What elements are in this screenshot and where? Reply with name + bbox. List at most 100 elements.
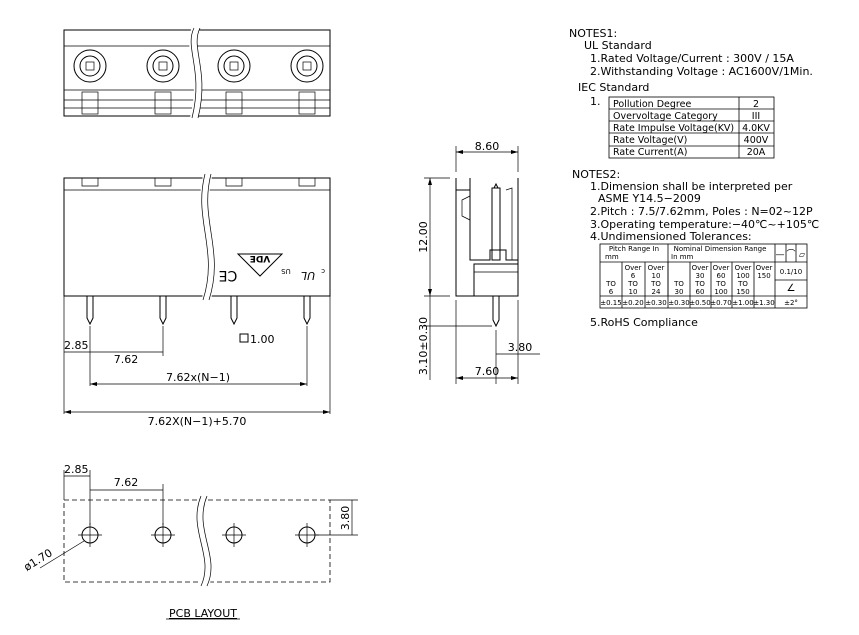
top-view-slots <box>81 91 316 115</box>
pcb-dim-2-85: 2.85 <box>64 463 89 476</box>
tol-cell: Over <box>756 264 773 272</box>
tol-cell: 30 <box>696 272 705 280</box>
iec-heading: IEC Standard <box>578 81 649 94</box>
notes1-heading: NOTES1: <box>569 27 617 40</box>
tol-value: ±0.20 <box>622 299 643 307</box>
iec-row-label: Pollution Degree <box>613 99 691 110</box>
pcb-layout-label: PCB LAYOUT <box>169 607 237 620</box>
tol-cell: 10 <box>652 272 661 280</box>
front-view: VDE CE US UL c 1.00 2.85 7.62 7.62x(N−1)… <box>63 172 331 428</box>
iec-row-label: Rate Impulse Voltage(KV) <box>613 123 734 134</box>
tol-cell: TO <box>715 280 726 288</box>
notes1: NOTES1: UL Standard 1.Rated Voltage/Curr… <box>569 27 813 159</box>
notes2-line4: 4.Undimensioned Tolerances: <box>590 230 752 243</box>
tol-cell: 6 <box>609 288 614 296</box>
profile-arc-icon: ⌒ <box>786 249 795 260</box>
side-view: 8.60 12.00 3.10±0.30 3.80 7.60 <box>417 140 540 384</box>
tol-cell: Over <box>648 264 665 272</box>
tol-cell: 10 <box>629 288 638 296</box>
tol-cell: 6 <box>631 272 636 280</box>
top-view-screws <box>73 49 324 83</box>
ce-mark: CE <box>219 267 238 283</box>
notes2-heading: NOTES2: <box>572 168 620 181</box>
ul-mark: UL <box>301 269 315 282</box>
parallelism-icon: ▱ <box>799 250 806 259</box>
ul-heading: UL Standard <box>584 39 652 52</box>
pcb-hole-dim: ø1.70 <box>21 546 54 574</box>
notes2-line2: 2.Pitch : 7.5/7.62mm, Poles : N=02~12P <box>590 205 813 218</box>
flatness-icon: — <box>776 250 785 260</box>
tol-cell: Over <box>735 264 752 272</box>
notes2-line1: 1.Dimension shall be interpreted per <box>590 180 793 193</box>
iec-row-value: 400V <box>744 135 769 146</box>
tol-cell: 60 <box>696 288 705 296</box>
dim-12-00: 12.00 <box>417 221 430 253</box>
tol-nom-header: Nominal Dimension Range <box>674 245 767 253</box>
iec-row-label: Rate Current(A) <box>613 147 687 158</box>
notes2-line3: 3.Operating temperature:−40℃~+105℃ <box>590 218 819 231</box>
tol-cell: Over <box>713 264 730 272</box>
notes2-line1b: ASME Y14.5−2009 <box>598 192 701 205</box>
pcb-layout: 2.85 7.62 3.80 ø1.70 PCB LAYOUT <box>21 463 358 620</box>
pin-square-symbol <box>239 333 249 343</box>
tol-value: ±0.30 <box>668 299 689 307</box>
ul-line1: 1.Rated Voltage/Current : 300V / 15A <box>590 52 794 65</box>
tol-value: ±0.70 <box>710 299 731 307</box>
ul-line2: 2.Withstanding Voltage : AC1600V/1Min. <box>590 65 813 78</box>
angle-icon: ∠ <box>787 283 796 294</box>
tol-cell: 100 <box>714 288 727 296</box>
iec-table: Pollution Degree 2 Overvoltage Category … <box>608 96 775 159</box>
tol-cell: TO <box>737 280 748 288</box>
dim-8-60: 8.60 <box>475 140 500 153</box>
tol-value: ±0.50 <box>689 299 710 307</box>
tol-cell: Over <box>625 264 642 272</box>
dim-7-60: 7.60 <box>475 365 500 378</box>
dim-overall: 7.62X(N−1)+5.70 <box>148 415 247 428</box>
front-view-pins <box>86 296 311 326</box>
tol-cell: TO <box>605 280 616 288</box>
flatness-value: 0.1/10 <box>780 268 802 276</box>
iec-index: 1. <box>590 95 601 108</box>
tol-cell: TO <box>694 280 705 288</box>
svg-text:VDE: VDE <box>250 253 271 263</box>
ul-us-mark: US <box>281 267 291 275</box>
pcb-dim-3-80: 3.80 <box>339 506 352 531</box>
tol-value: ±0.15 <box>600 299 621 307</box>
tol-cell: 60 <box>717 272 726 280</box>
iec-row-value: III <box>752 111 760 122</box>
hole-dim: 1.00 <box>250 333 275 346</box>
top-view <box>63 26 331 119</box>
tol-cell: TO <box>650 280 661 288</box>
dim-span: 7.62x(N−1) <box>166 371 230 384</box>
iec-row-label: Rate Voltage(V) <box>613 135 687 146</box>
notes2-line5: 5.RoHS Compliance <box>590 316 698 329</box>
dim-3-80: 3.80 <box>508 341 533 354</box>
tol-cell: Over <box>692 264 709 272</box>
ul-c-mark: c <box>321 267 325 275</box>
vde-mark: VDE <box>236 253 284 277</box>
tol-value: ±1.30 <box>753 299 774 307</box>
tol-cell: TO <box>627 280 638 288</box>
dim-pin-length: 3.10±0.30 <box>417 317 430 375</box>
tol-value: ±1.00 <box>732 299 753 307</box>
dim-2-85: 2.85 <box>64 339 89 352</box>
tol-cell: 30 <box>675 288 684 296</box>
iec-row-value: 20A <box>747 147 766 158</box>
pcb-holes <box>78 523 319 547</box>
tol-nom-unit: In mm <box>671 253 694 261</box>
tol-cell: 24 <box>652 288 661 296</box>
tol-value: ±0.30 <box>645 299 666 307</box>
angle-tolerance: ±2° <box>784 299 798 307</box>
pcb-dim-7-62: 7.62 <box>114 476 139 489</box>
tolerance-table: Pitch Range In mm Nominal Dimension Rang… <box>599 243 808 309</box>
iec-row-label: Overvoltage Category <box>613 111 718 122</box>
notes2: NOTES2: 1.Dimension shall be interpreted… <box>572 168 819 329</box>
iec-row-value: 2 <box>753 99 759 110</box>
tol-cell: 100 <box>736 272 749 280</box>
tol-pitch-unit: mm <box>605 253 619 261</box>
tol-cell: 150 <box>757 272 770 280</box>
tol-cell: 150 <box>736 288 749 296</box>
iec-row-value: 4.0KV <box>742 123 770 134</box>
